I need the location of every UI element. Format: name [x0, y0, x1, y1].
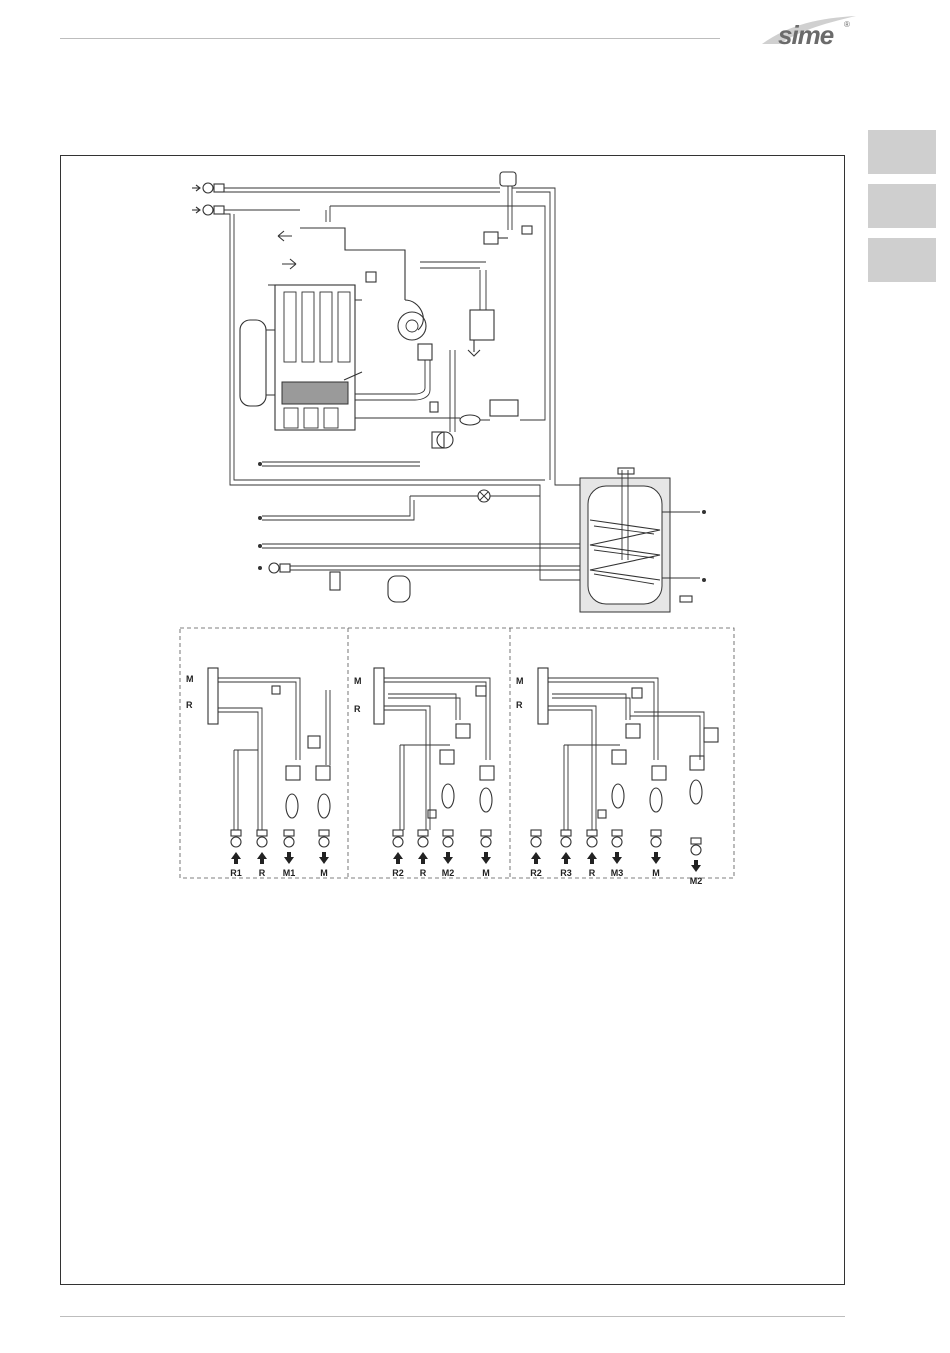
- pipe-end-dot: [702, 510, 706, 514]
- inset-2: [374, 668, 494, 830]
- boiler-schematic: [192, 172, 706, 612]
- pipe-lower-return: [262, 462, 420, 466]
- arrow-up-icon: [561, 852, 571, 864]
- inlet-valve-2: [192, 205, 224, 215]
- arrow-up-icon: [393, 852, 403, 864]
- inset2-terminals: R2 R M2 M: [392, 830, 491, 878]
- dhw-expansion-vessel: [388, 576, 410, 602]
- flue-arrow-out-icon: [278, 231, 292, 241]
- terminal-r3: R3: [560, 830, 572, 878]
- arrow-down-icon: [443, 852, 453, 864]
- pipe-mid-run: [330, 206, 545, 420]
- terminal-label: M: [652, 868, 660, 878]
- terminal-label: M3: [611, 868, 624, 878]
- pipe-end-dot: [258, 516, 262, 520]
- pipe-end-dot: [258, 544, 262, 548]
- terminal-m: M: [481, 830, 491, 878]
- pipe-fill-run: [290, 566, 590, 570]
- terminal-label: M1: [283, 868, 296, 878]
- ignition-electrode: [366, 272, 376, 282]
- inset1-left-label-1: R: [186, 700, 193, 710]
- drain-tap: [330, 572, 340, 590]
- terminal-label: R: [420, 868, 427, 878]
- pipe-left-loop: [224, 210, 590, 580]
- vessel-links: [266, 330, 275, 395]
- terminal-label: R2: [530, 868, 542, 878]
- pipe-drop: [326, 206, 330, 222]
- arrow-down-icon: [691, 860, 701, 872]
- arrow-up-icon: [531, 852, 541, 864]
- terminal-m1: M1: [283, 830, 296, 878]
- pressure-switch: [484, 232, 508, 244]
- terminal-label: R2: [392, 868, 404, 878]
- circulation-pump: [432, 350, 455, 448]
- arrow-down-icon: [612, 852, 622, 864]
- inset3-left-label-0: M: [516, 676, 524, 686]
- arrow-up-icon: [257, 852, 267, 864]
- terminal-m3: M3: [611, 830, 624, 878]
- terminal-label: R1: [230, 868, 242, 878]
- terminal-r: R: [587, 830, 597, 878]
- valve-cross: [480, 492, 488, 500]
- inset1-left-label-0: M: [186, 674, 194, 684]
- terminal-r2: R2: [392, 830, 404, 878]
- pipe-top-1: [224, 188, 500, 192]
- terminal-m: M: [319, 830, 329, 878]
- terminal-r: R: [418, 830, 428, 878]
- terminal-m2: M2: [442, 830, 455, 878]
- pipe-left-loop-inner: [234, 214, 545, 480]
- terminal-m: M: [651, 830, 661, 878]
- safety-valve: [430, 402, 438, 412]
- flue-arrow-in-icon: [282, 259, 296, 269]
- inset-1: [208, 668, 330, 830]
- inlet-valve-1: [192, 183, 224, 193]
- air-vent-top: [500, 172, 516, 230]
- arrow-up-icon: [231, 852, 241, 864]
- storage-tank: [580, 468, 700, 612]
- arrow-down-icon: [319, 852, 329, 864]
- arrow-down-icon: [651, 852, 661, 864]
- terminal-label: M2: [442, 868, 455, 878]
- pipe-cold-run: [262, 496, 540, 520]
- expansion-vessel: [240, 320, 266, 406]
- terminal-label: M: [320, 868, 328, 878]
- terminal-m2: M2: [690, 838, 703, 886]
- fan-unit: [355, 300, 432, 400]
- terminal-r2: R2: [530, 830, 542, 878]
- sensor-small: [522, 226, 532, 234]
- arrow-up-icon: [587, 852, 597, 864]
- inset2-left-label-0: M: [354, 676, 362, 686]
- terminal-label: R: [259, 868, 266, 878]
- arrow-down-icon: [284, 852, 294, 864]
- inset-3: [538, 668, 718, 830]
- pipe-end-dot: [702, 578, 706, 582]
- terminal-label: R3: [560, 868, 572, 878]
- inset1-terminals: R1 R M1 M: [230, 830, 329, 878]
- terminal-label: R: [589, 868, 596, 878]
- footer-rule: [60, 1316, 845, 1317]
- terminal-r: R: [257, 830, 267, 878]
- fill-valve: [258, 563, 290, 573]
- terminal-r1: R1: [230, 830, 242, 878]
- inset3-left-label-1: R: [516, 700, 523, 710]
- arrow-down-icon: [481, 852, 491, 864]
- pipe-end-dot: [258, 462, 262, 466]
- inset2-left-label-1: R: [354, 704, 361, 714]
- terminal-label: M2: [690, 876, 703, 886]
- gas-valve: [420, 262, 494, 356]
- terminal-label: M: [482, 868, 490, 878]
- pipe-dhw-run: [262, 544, 580, 548]
- arrow-up-icon: [418, 852, 428, 864]
